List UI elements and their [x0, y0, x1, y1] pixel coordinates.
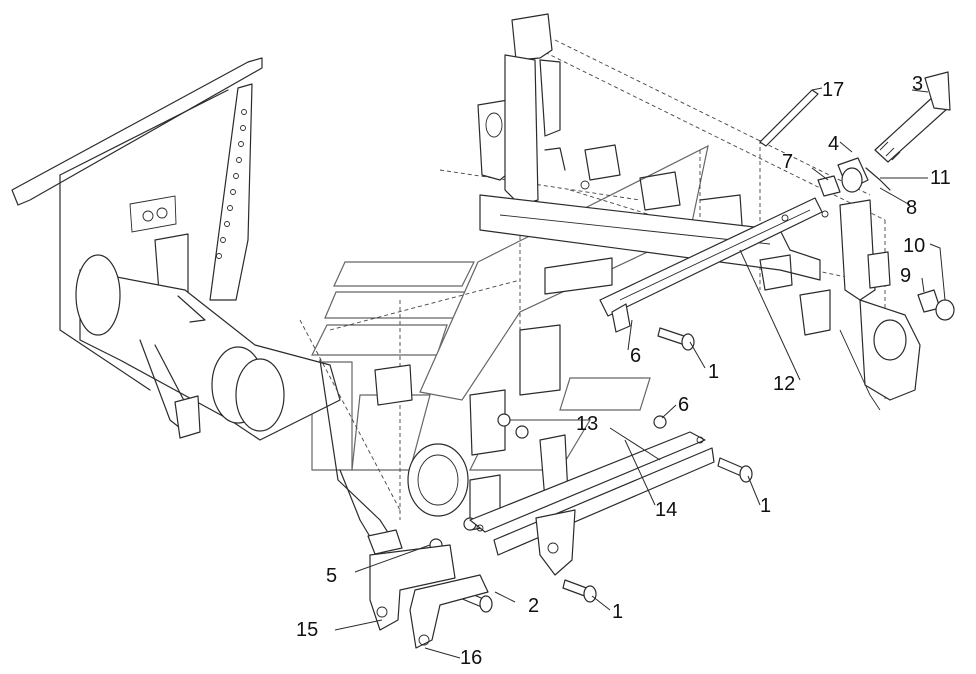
left-support-frame: [11, 57, 263, 391]
callout-6b: 6: [678, 394, 689, 416]
callout-labels: 17 3 4 7 11 8 10 9 6 1 12 6 13 1 14 5 2 …: [296, 73, 951, 669]
callout-16: 16: [460, 647, 482, 669]
callout-5: 5: [326, 565, 337, 587]
callout-7: 7: [782, 151, 793, 173]
callout-3: 3: [912, 73, 923, 95]
hardware-top-right: [759, 71, 955, 321]
hydraulic-cylinder: [75, 254, 341, 441]
callout-17: 17: [822, 79, 844, 101]
leader-lines: [334, 87, 946, 659]
callout-1c: 1: [612, 601, 623, 623]
callout-1b: 1: [760, 495, 771, 517]
lower-plates: [469, 431, 715, 576]
diagonal-brace: [599, 197, 823, 317]
callout-14: 14: [655, 499, 677, 521]
watermark-logo: [311, 144, 709, 471]
callout-13: 13: [576, 413, 598, 435]
callout-2: 2: [528, 595, 539, 617]
callout-9: 9: [900, 265, 911, 287]
hole-column: [216, 109, 247, 259]
callout-10: 10: [903, 235, 925, 257]
callout-4: 4: [828, 133, 839, 155]
main-frame: [299, 13, 921, 555]
lower-brackets: [369, 544, 489, 649]
bolts-and-nuts: [429, 303, 753, 613]
callout-12: 12: [773, 373, 795, 395]
callout-8: 8: [906, 197, 917, 219]
callout-6a: 6: [630, 345, 641, 367]
callout-1a: 1: [708, 361, 719, 383]
callout-15: 15: [296, 619, 318, 641]
callout-11: 11: [930, 167, 951, 189]
